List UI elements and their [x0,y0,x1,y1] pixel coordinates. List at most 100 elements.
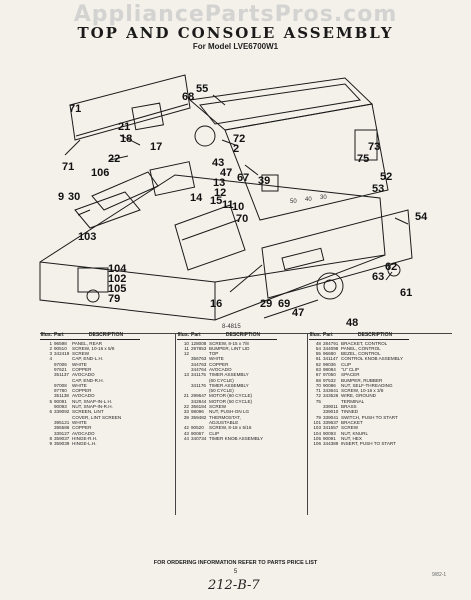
part-number: 90091 [323,435,336,441]
dimension-label: 50 [290,199,297,205]
illus-number: 55 [315,351,321,357]
diagram-id: 8-4815 [222,324,241,330]
table-row: 97621 COPPER [40,367,140,372]
part-description: "U" CLIP [341,366,360,372]
part-description: COVER, LINT SCREEN [72,414,122,420]
part-description: ADJUSTABLE [209,419,239,425]
header-part: Part [191,332,201,338]
illus-number: 39 [183,414,189,420]
callout-number: 39 [258,175,270,187]
callout-number: 47 [220,167,232,179]
part-description: CLIP [209,430,220,436]
model-subtitle: For Model LVE6700W1 [192,42,279,51]
part-description: WHITE [209,356,224,362]
part-description: HINGE-L.H. [72,441,97,447]
part-number: 90510 [54,345,67,351]
callout-number: 63 [372,271,384,283]
part-number: 341176 [191,382,206,388]
control-panel [261,209,413,299]
part-number: 97621 [54,366,67,372]
table-row: 12 TOP [177,351,277,356]
part-number: 339041 [323,414,339,420]
part-description: COPPER [72,388,92,394]
callout-number: 22 [108,153,120,165]
part-number: 97532 [323,377,336,383]
part-description: INSERT, PUSH TO START [341,441,396,447]
rear-panel [69,74,191,141]
part-description: SPACER [341,372,360,378]
callout-number: 106 [91,167,109,179]
part-number: 351138 [54,393,69,399]
callout-number: 17 [150,141,162,153]
callout-number: 69 [278,298,290,310]
illus-number: 12 [183,351,189,357]
part-number: 99036 [323,361,336,367]
illus-number: 44 [183,435,189,441]
part-description: NUT, PUSH-ON LG [209,409,250,415]
part-description: COPPER [72,425,92,431]
part-description: CAP, END-R.H. [72,377,104,383]
part-description: COPPER [72,366,92,372]
illus-number: 33 [183,409,189,415]
illus-number: 21 [183,393,189,399]
callout-number: 9 [58,191,64,203]
part-description: MOTOR (60 CYCLE) [209,393,253,399]
callout-number: 48 [346,317,358,329]
part-number: 356763 [191,356,207,362]
illus-number: 70 [315,382,321,388]
callout-number: 55 [196,83,208,95]
part-number: 344764 [191,366,207,372]
part-description: TOP [209,351,219,357]
part-description: SCREW [341,425,359,431]
part-description: TIMER ASSEMBLY [209,372,249,378]
dimension-label: 30 [320,195,327,201]
part-number: 344763 [191,361,207,367]
illus-number: 71 [315,388,321,394]
header-illus: Illus. [177,332,189,338]
part-description: BRACKET, CONTROL [341,340,388,346]
part-description: NUT, HEX [341,435,362,441]
header-illus: Illus. [40,332,52,338]
part-description: SCREW, 8-18 x 5/16 [209,425,252,431]
part-number: 97780 [54,388,67,394]
callout-number: 67 [237,172,249,184]
part-description: CLIP [341,361,352,367]
part-number: 341147 [323,356,338,362]
illus-number: 8 [49,435,52,441]
part-description: SWITCH, PUSH TO START [341,414,398,420]
part-number: 90093 [323,430,336,436]
part-description: AVOCADO [72,372,95,378]
table-row: CAP, END-R.H. [40,378,140,383]
header-description: DESCRIPTION [357,332,393,338]
table-divider [307,333,308,515]
part-number: 90067 [191,430,204,436]
part-number: 359482 [191,414,207,420]
part-description: WIRE, GROUND [341,393,376,399]
part-number: 90091 [54,398,67,404]
part-number: 339637 [323,419,339,425]
part-number: 96680 [323,351,336,357]
callout-number: 14 [190,192,203,204]
table-top-rule [40,333,452,334]
